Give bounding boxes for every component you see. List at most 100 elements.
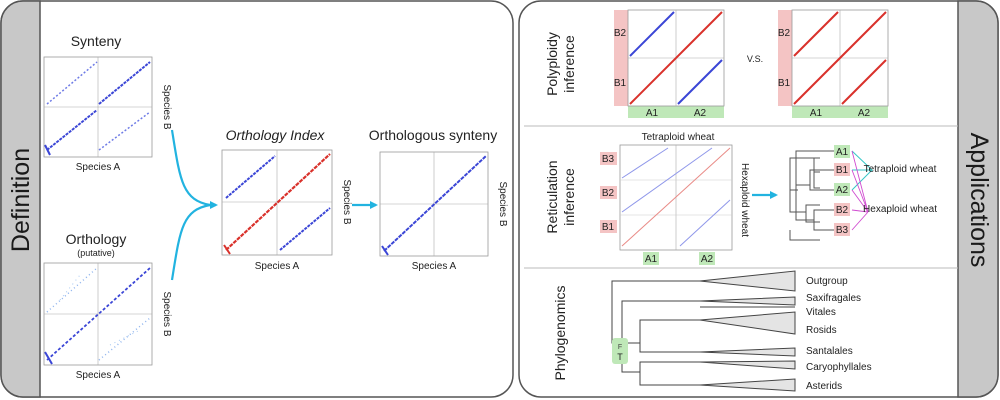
orthology-title: Orthology <box>66 231 127 247</box>
tree-leaf-b1: B1 <box>836 165 849 176</box>
orthology-index-paralog <box>279 207 331 251</box>
reticulation-label-line2: inference <box>561 168 577 226</box>
synteny-plot: Synteny Species A Species B <box>43 33 172 173</box>
clade-rosids: Rosids <box>806 325 837 336</box>
tree-leaf-a1: A1 <box>836 147 849 158</box>
reticulation-section: Reticulation inference Tetraploid wheat … <box>544 132 937 265</box>
reticulation-ylabel-b1: B1 <box>602 222 615 233</box>
orthologous-synteny-plot: Orthologous synteny Species A Species B <box>369 127 508 272</box>
orthology-index-ortholog <box>223 244 231 255</box>
merge-arrow-top <box>170 129 211 207</box>
reticulation-block <box>621 147 713 213</box>
phylogeny-clade-wedges <box>699 270 796 392</box>
reticulation-tree-edges <box>795 150 834 231</box>
reticulation-xlabel-a2: A2 <box>701 254 714 265</box>
tree-leaf-b3: B3 <box>836 225 849 236</box>
applications-sidebar-label: Applications <box>965 133 993 268</box>
polyploidy-xlabel-a2: A2 <box>858 108 871 119</box>
polyploidy-yband <box>614 10 628 106</box>
polyploidy-blue-block <box>677 59 723 105</box>
reticulation-yband <box>600 152 617 165</box>
orthology-index-paralog <box>225 155 276 199</box>
reticulation-tree-branches <box>789 157 820 223</box>
orthologous-synteny-title: Orthologous synteny <box>369 127 497 143</box>
clade-caryophyllales: Caryophyllales <box>806 362 872 373</box>
tree-leaf-box <box>834 183 850 196</box>
clade-asterids: Asterids <box>806 381 842 392</box>
polyploidy-ylabel-b2: B2 <box>778 28 791 39</box>
reticulation-label-line1: Reticulation <box>544 160 560 233</box>
orthology-xlabel: Species A <box>76 370 121 381</box>
tree-leaf-b2: B2 <box>836 205 849 216</box>
synteny-xlabel: Species A <box>76 162 121 173</box>
tetraploid-bracket <box>851 150 874 191</box>
orthology-block <box>46 267 151 361</box>
reticulation-block <box>621 147 731 247</box>
polyploidy-xlabel-a1: A1 <box>646 108 659 119</box>
reticulation-ylabel-b3: B3 <box>602 154 615 165</box>
polyploidy-ylabel-b1: B1 <box>614 78 627 89</box>
tree-leaf-box <box>834 145 850 158</box>
synteny-title: Synteny <box>71 33 122 49</box>
clade-vitales: Vitales <box>806 307 836 318</box>
definition-sidebar <box>0 0 41 398</box>
hexaploid-bracket <box>851 150 869 231</box>
reticulation-xband <box>643 252 659 265</box>
polyploidy-blue-block <box>629 11 675 57</box>
applications-panel: Applications Polyploidy inference B2 B1 … <box>518 0 999 398</box>
reticulation-xlabel-a1: A1 <box>645 254 658 265</box>
orthology-ylabel: Species B <box>161 291 172 336</box>
synteny-block <box>44 144 51 156</box>
synteny-block <box>46 61 98 105</box>
orthology-index-ylabel: Species B <box>341 179 352 224</box>
applications-sidebar <box>957 0 999 398</box>
polyploidy-yband <box>778 10 792 106</box>
polyploidy-xlabel-a1: A1 <box>810 108 823 119</box>
clade-santalales: Santalales <box>806 346 853 357</box>
tree-leaf-box <box>834 223 850 236</box>
clade-saxifragales: Saxifragales <box>806 293 861 304</box>
orthology-block <box>59 274 81 301</box>
polyploidy-red-block <box>793 11 839 57</box>
reticulation-tree: A1 B1 A2 B2 B3 Tetraploid wheat Hexaploi… <box>789 145 937 241</box>
tree-leaf-a2: A2 <box>836 185 849 196</box>
orthology-block <box>44 351 53 365</box>
synteny-block <box>98 111 151 151</box>
polyploidy-red-block <box>841 59 887 105</box>
orthology-index-xlabel: Species A <box>255 261 300 272</box>
polyploidy-vs: V.S. <box>747 54 763 64</box>
synteny-block <box>46 109 98 151</box>
polyploidy-ylabel-b2: B2 <box>614 28 627 39</box>
polyploidy-label-line1: Polyploidy <box>544 32 560 96</box>
polyploidy-xband <box>628 106 724 118</box>
synteny-block <box>98 61 151 105</box>
synteny-ylabel: Species B <box>161 84 172 129</box>
polyploidy-section: Polyploidy inference B2 B1 A1 A2 V.S. <box>544 9 889 119</box>
orthology-index-plot: Orthology Index Species A Species B <box>221 127 352 272</box>
definition-sidebar-label: Definition <box>7 148 35 252</box>
phylogenomics-label: Phylogenomics <box>552 286 568 381</box>
orthologous-synteny-xlabel: Species A <box>412 261 457 272</box>
orthologous-synteny-block <box>381 245 389 256</box>
orthology-plot: Orthology (putative) Species A Species B <box>43 231 172 381</box>
reticulation-side-label: Hexaploid wheat <box>739 163 750 237</box>
polyploidy-ylabel-b1: B1 <box>778 78 791 89</box>
polyploidy-red-block <box>793 11 887 105</box>
reticulation-yband <box>600 186 617 199</box>
orthology-index-ortholog <box>225 153 331 251</box>
reticulation-xband <box>699 252 715 265</box>
node-label-t: T <box>617 352 623 362</box>
reticulation-tree-branches <box>789 230 820 241</box>
reticulation-ylabel-b2: B2 <box>602 188 615 199</box>
reticulation-top-label: Tetraploid wheat <box>642 132 715 143</box>
tree-leaf-box <box>834 163 850 176</box>
orthologous-synteny-ylabel: Species B <box>497 181 508 226</box>
tree-group-tetraploid-line1: Tetraploid wheat <box>864 164 937 175</box>
polyploidy-label-line2: inference <box>561 35 577 93</box>
node-label-f: F <box>618 344 622 351</box>
reticulation-block <box>621 147 669 179</box>
phylogenomics-section: Phylogenomics F <box>552 270 872 392</box>
orthology-index-title: Orthology Index <box>226 127 326 143</box>
node-highlight <box>612 338 628 364</box>
